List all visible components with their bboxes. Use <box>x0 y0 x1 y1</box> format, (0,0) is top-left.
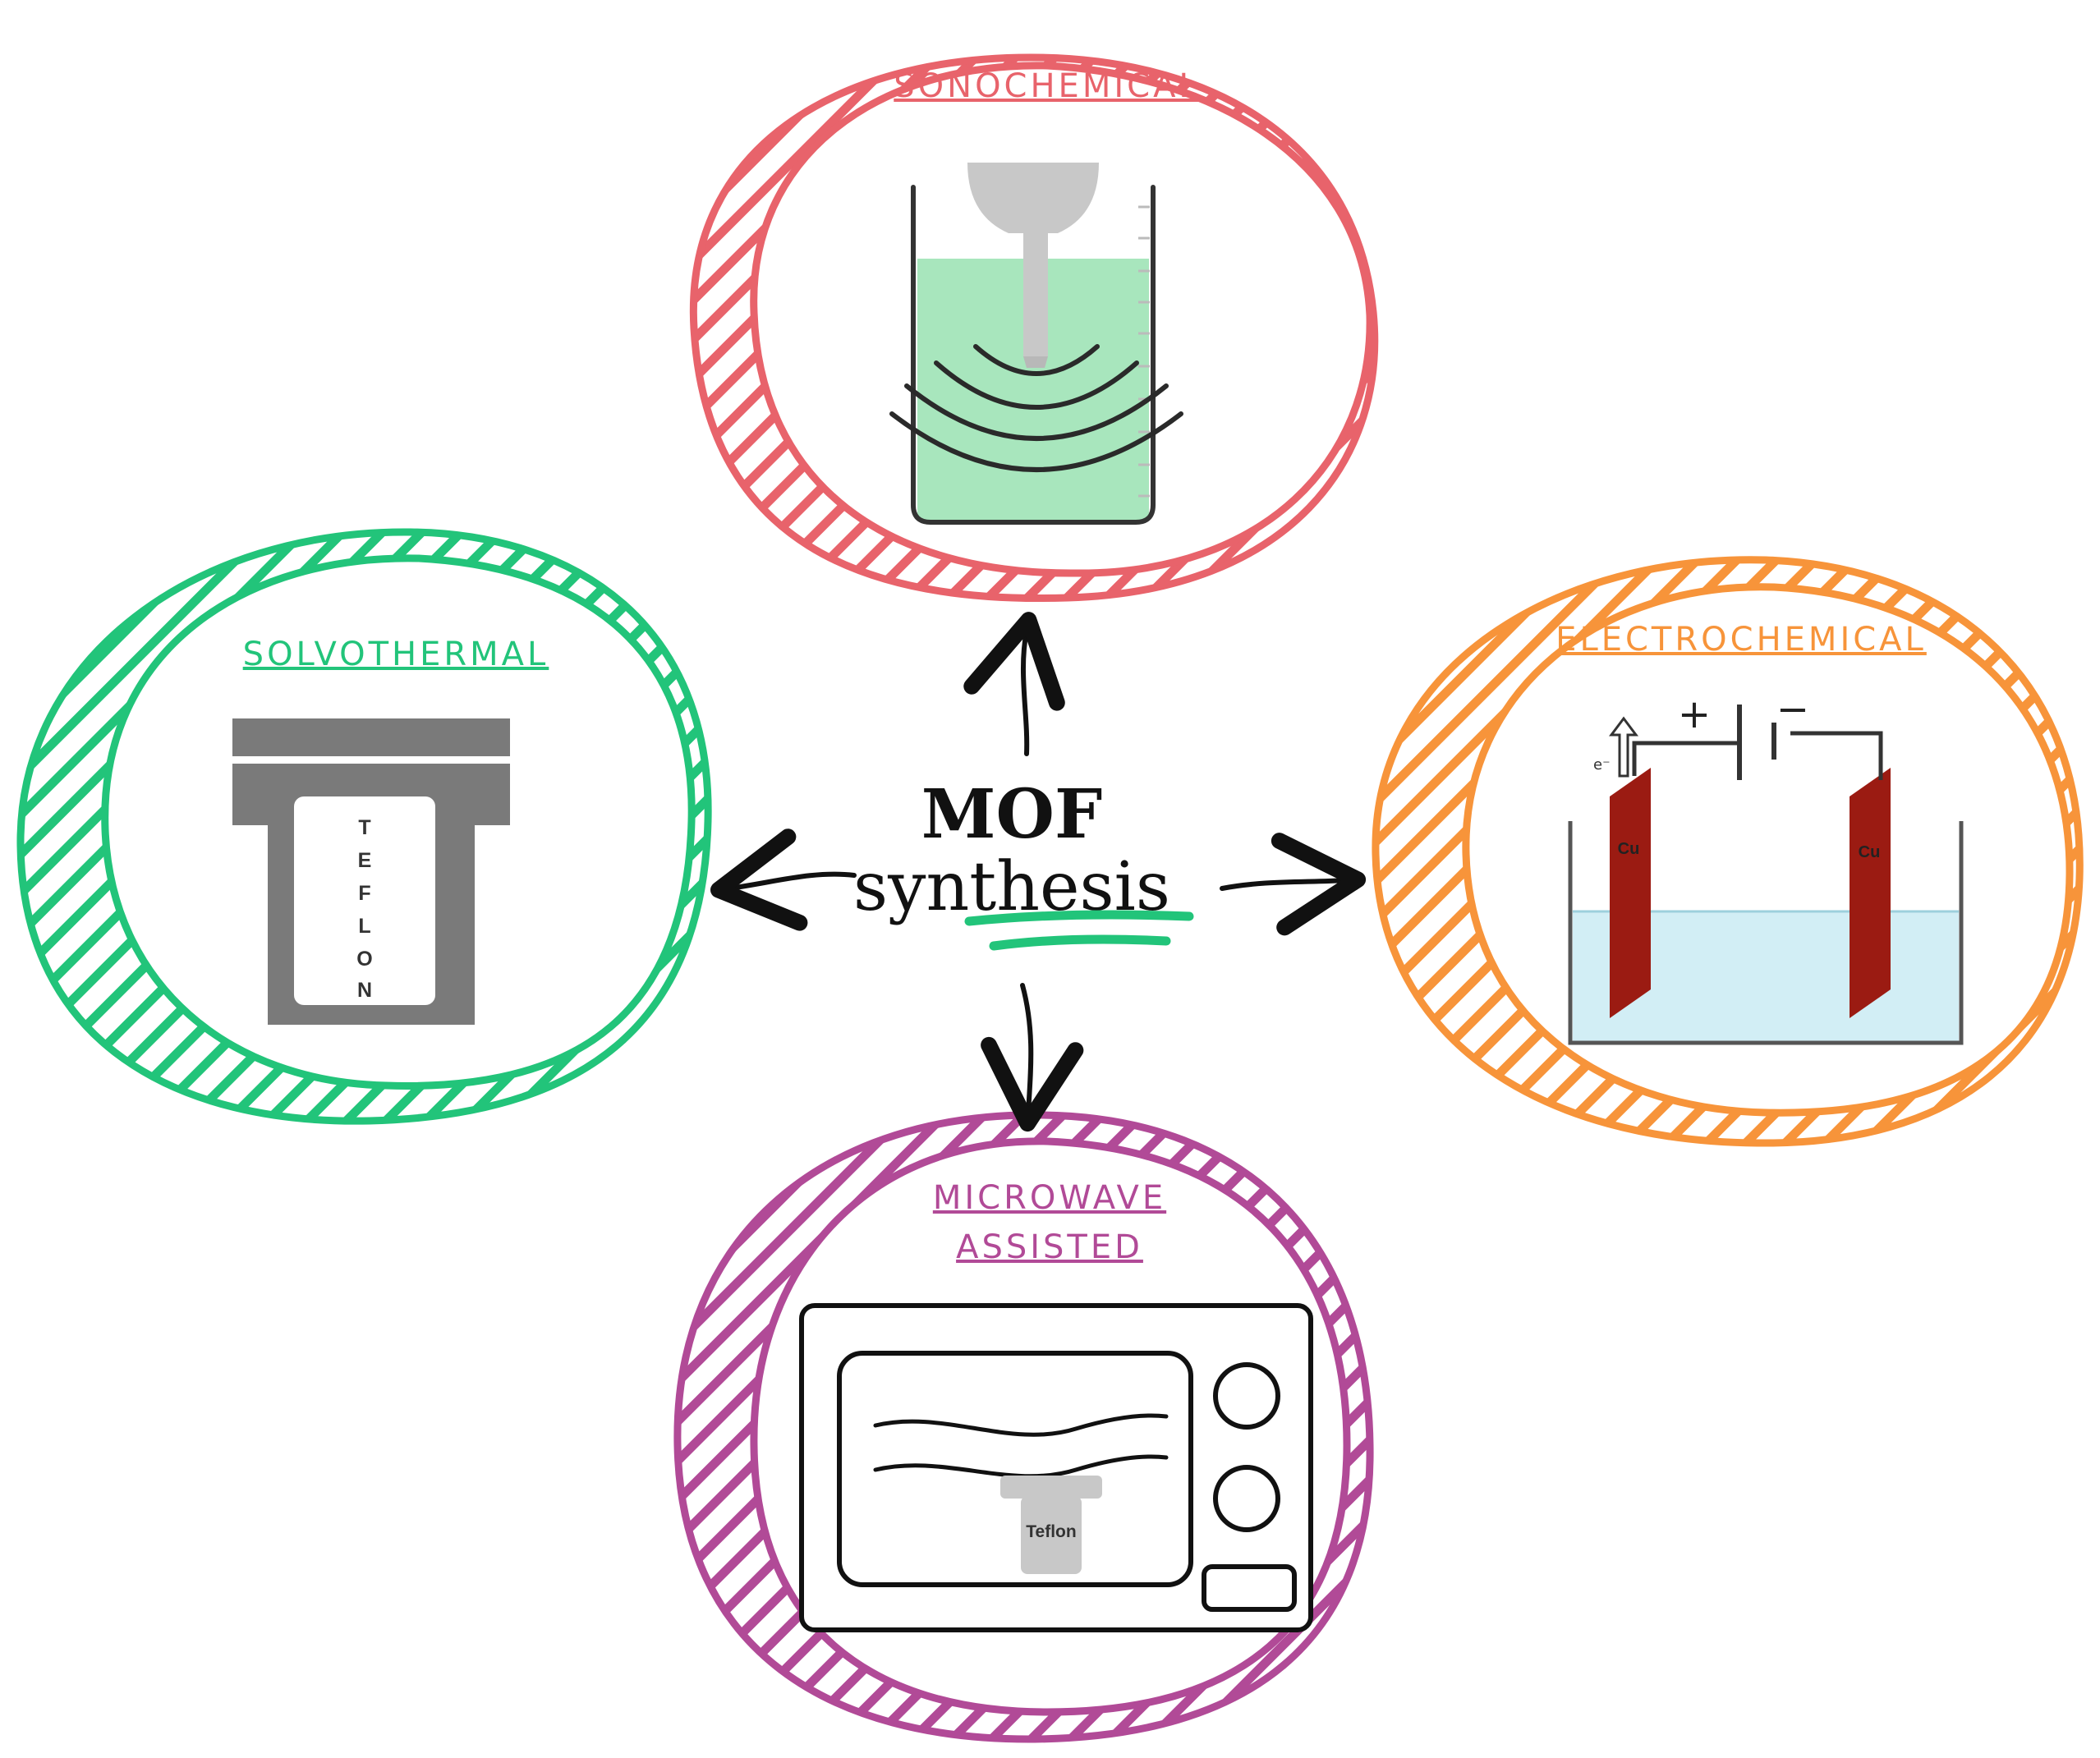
arrow-to-microwave <box>981 983 1084 1132</box>
oven-window <box>837 1351 1193 1587</box>
sonochemical-panel: SONOCHEMICAL <box>689 53 1379 603</box>
electrode-right-label: Cu <box>1859 843 1881 861</box>
teflon-letter-6: N <box>357 979 372 1002</box>
teflon-letter-2: E <box>358 849 372 872</box>
beaker-outline <box>911 185 1156 525</box>
arrows <box>710 612 1367 1132</box>
solvothermal-title: SOLVOTHERMAL <box>243 636 549 673</box>
teflon-vessel <box>1000 1476 1102 1574</box>
teflon-letter-5: O <box>356 948 372 971</box>
electrode-left <box>1610 768 1651 1018</box>
electrolysis-cell: Cu Cu + − e⁻ <box>1568 686 1964 1045</box>
sonochemical-ring-hatch <box>689 53 1379 603</box>
electrochemical-title: ELECTROCHEMICAL <box>1555 621 1927 659</box>
teflon-vessel-label: Teflon <box>1026 1522 1076 1541</box>
microwave-title-line1: MICROWAVE <box>933 1179 1166 1217</box>
autoclave-cap <box>232 718 510 756</box>
center-label: MOF synthesis <box>853 775 1194 951</box>
electron-label: e⁻ <box>1593 756 1611 773</box>
oven-dial-top <box>1213 1362 1280 1430</box>
oven-dial-bottom <box>1213 1465 1280 1532</box>
battery-icon <box>1737 705 1776 780</box>
electrode-left-label: Cu <box>1618 840 1640 858</box>
ultrasonic-probe <box>967 163 1099 368</box>
center-title-line1: MOF <box>921 775 1102 854</box>
cell-outline <box>1568 821 1964 1045</box>
teflon-letter-4: L <box>358 915 370 938</box>
oven-body <box>799 1303 1313 1632</box>
teflon-letter-3: F <box>358 882 370 905</box>
center-highlight-underline <box>964 910 1194 951</box>
microwave-waves <box>873 1413 1169 1479</box>
microwave-ring-hatch <box>673 1111 1374 1743</box>
sound-waves <box>889 344 1183 472</box>
teflon-vertical-label: T E F L O N <box>356 816 372 1002</box>
microwave-oven-icon: Teflon <box>799 1303 1313 1632</box>
solvothermal-ring-hatch <box>16 528 712 1125</box>
teflon-letter-1: T <box>358 816 370 839</box>
microwave-title-line2: ASSISTED <box>956 1228 1143 1266</box>
teflon-liner <box>294 796 435 1005</box>
arrow-to-electrochemical <box>1220 833 1367 936</box>
circuit-wires <box>1632 731 1883 780</box>
sonochemical-title: SONOCHEMICAL <box>894 67 1200 105</box>
arrow-to-solvothermal <box>710 829 857 931</box>
autoclave: T E F L O N <box>232 718 510 1025</box>
solvothermal-panel: T E F L O N SOLVOTHERMAL <box>16 528 712 1125</box>
electrochemical-panel: Cu Cu + − e⁻ ELECTROCHEMICAL <box>1372 556 2084 1147</box>
electrochemical-ring-hatch <box>1372 556 2084 1147</box>
oven-button <box>1202 1564 1297 1612</box>
battery-minus: − <box>1776 686 1809 732</box>
microwave-panel: Teflon MICROWAVE ASSISTED <box>673 1111 1374 1743</box>
electrode-right <box>1850 768 1891 1018</box>
electron-arrow-icon <box>1609 716 1638 778</box>
arrow-to-sonochemical <box>963 612 1065 756</box>
battery-plus: + <box>1678 691 1711 737</box>
